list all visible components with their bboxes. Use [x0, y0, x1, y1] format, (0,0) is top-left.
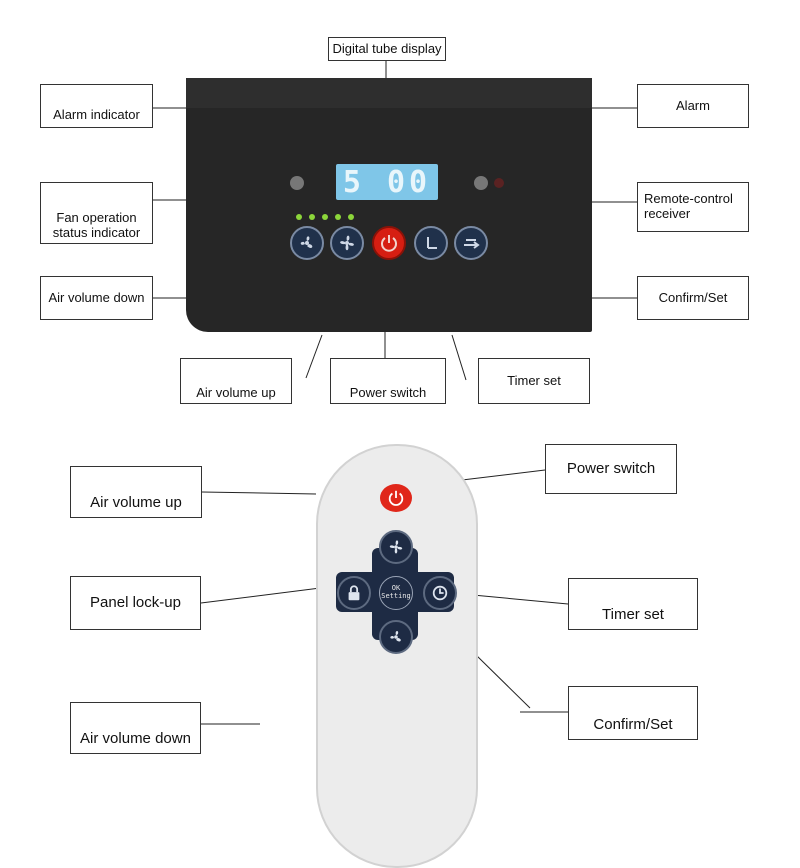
label-alarm-indicator: Alarm indicator [40, 84, 153, 128]
label-fan-line2: status indicator [52, 225, 141, 241]
air-volume-down-button[interactable] [290, 226, 324, 260]
label-alarm: Alarm [637, 84, 749, 128]
label-remote-power-switch: Power switch [545, 444, 677, 494]
remote-receiver-sensor [494, 178, 504, 188]
power-icon [381, 235, 397, 252]
label-remote-panel-lock-up: Panel lock-up [70, 576, 201, 630]
power-icon [388, 490, 404, 506]
remote-power-switch-button[interactable] [380, 484, 412, 512]
timer-icon [432, 585, 448, 601]
label-fan-line1: Fan operation [56, 210, 137, 226]
remote-control [316, 444, 478, 868]
label-confirm-set: Confirm/Set [637, 276, 749, 320]
fan-status-led [296, 214, 302, 220]
label-receiver-line2: receiver [644, 206, 691, 221]
label-air-volume-up: Air volume up [180, 358, 292, 404]
confirm-set-button[interactable] [454, 226, 488, 260]
fan-status-led [309, 214, 315, 220]
ok-text: OK [391, 584, 401, 593]
remote-timer-set-button[interactable] [423, 576, 457, 610]
fan-status-led [348, 214, 354, 220]
label-air-volume-down: Air volume down [40, 276, 153, 320]
label-remote-air-volume-up: Air volume up [70, 466, 202, 518]
label-remote-confirm-set: Confirm/Set [568, 686, 698, 740]
remote-panel-lock-button[interactable] [337, 576, 371, 610]
label-power-switch: Power switch [330, 358, 446, 404]
fan-status-led [322, 214, 328, 220]
power-switch-button[interactable] [372, 226, 406, 260]
fan-low-icon [300, 236, 313, 248]
control-panel: 5 00 [186, 78, 592, 332]
confirm-icon [464, 239, 480, 249]
alarm-led [474, 176, 488, 190]
alarm-indicator-led [290, 176, 304, 190]
timer-set-button[interactable] [414, 226, 448, 260]
air-volume-up-button[interactable] [330, 226, 364, 260]
label-remote-control-receiver: Remote-control receiver [637, 182, 749, 232]
remote-confirm-set-button[interactable]: OK Setting [379, 576, 413, 610]
panel-top-edge [186, 78, 592, 108]
label-remote-timer-set: Timer set [568, 578, 698, 630]
label-digital-tube-display: Digital tube display [328, 37, 446, 61]
remote-air-volume-up-button[interactable] [379, 530, 413, 564]
fan-down-icon [390, 631, 401, 642]
label-receiver-line1: Remote-control [644, 191, 733, 207]
remote-air-volume-down-button[interactable] [379, 620, 413, 654]
digital-tube-display: 5 00 [336, 164, 438, 200]
label-timer-set: Timer set [478, 358, 590, 404]
label-remote-air-volume-down: Air volume down [70, 702, 201, 754]
fan-up-icon [389, 540, 403, 554]
lock-icon [348, 585, 360, 601]
setting-text: Setting [381, 592, 411, 600]
timer-icon [427, 237, 437, 249]
fan-high-icon [340, 235, 354, 251]
fan-status-led [335, 214, 341, 220]
label-fan-operation-status: Fan operation status indicator [40, 182, 153, 244]
